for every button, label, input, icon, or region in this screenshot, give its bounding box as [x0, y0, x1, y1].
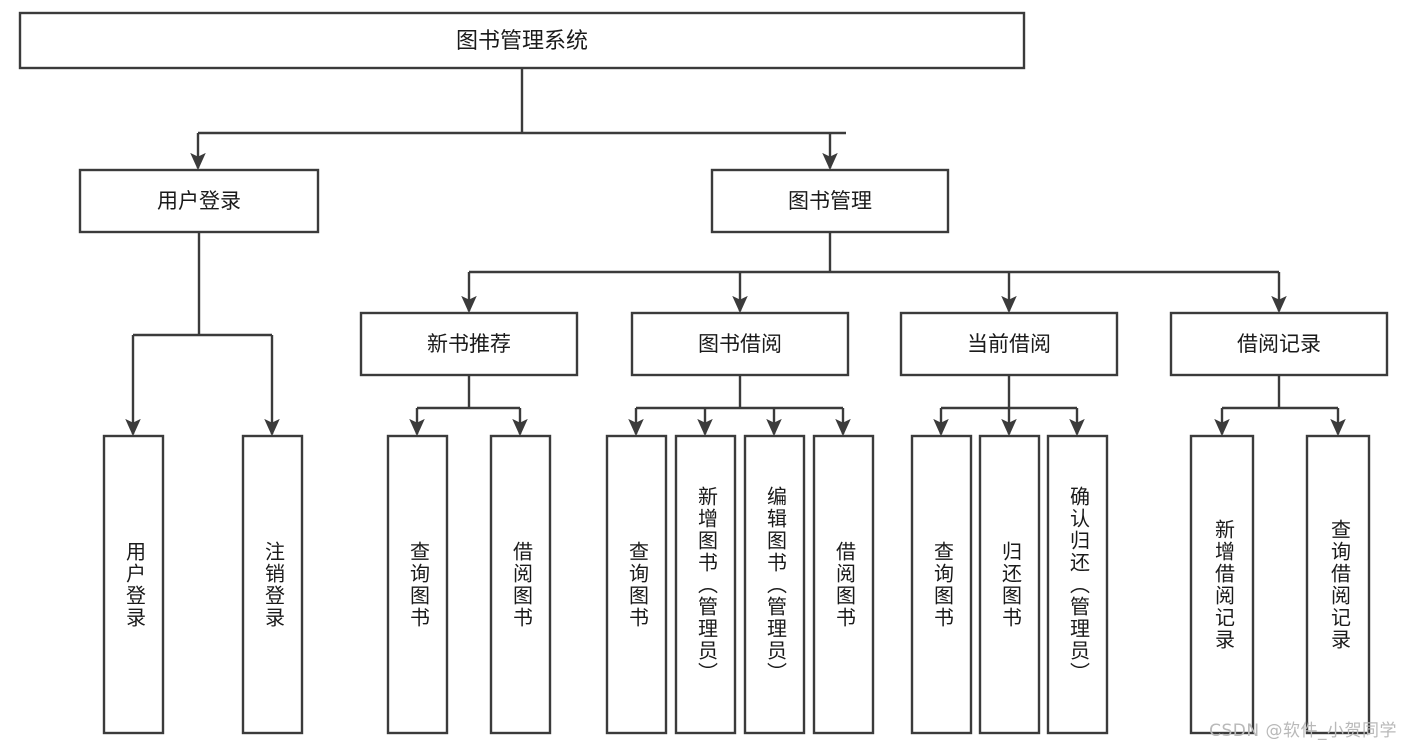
- leaf-label: 新增借阅记录: [1212, 519, 1236, 651]
- node-book-manage[interactable]: 图书管理: [710, 168, 950, 234]
- edge-book-manage-to-level3: [461, 232, 1287, 314]
- leaf-label: 确认归还（管理员）: [1067, 486, 1091, 684]
- leaf-book-borrow-query[interactable]: 查询图书: [605, 434, 668, 735]
- leaf-user-login-logout[interactable]: 注销登录: [241, 434, 304, 735]
- node-book-manage-label: 图书管理: [788, 189, 872, 213]
- leaf-label: 查询图书: [931, 541, 955, 629]
- node-borrow-record-label: 借阅记录: [1237, 332, 1321, 356]
- node-user-login[interactable]: 用户登录: [78, 168, 320, 234]
- leaf-new-book-query[interactable]: 查询图书: [386, 434, 449, 735]
- leaf-borrow-record-query[interactable]: 查询借阅记录: [1305, 434, 1371, 735]
- node-current-borrow[interactable]: 当前借阅: [899, 311, 1119, 377]
- csdn-watermark: CSDN @软件_小贺同学: [1209, 721, 1397, 741]
- node-new-book-recommend-label: 新书推荐: [427, 332, 511, 356]
- leaf-borrow-record-add[interactable]: 新增借阅记录: [1189, 434, 1255, 735]
- node-borrow-record[interactable]: 借阅记录: [1169, 311, 1389, 377]
- leaf-user-login-login[interactable]: 用户登录: [102, 434, 165, 735]
- leaf-label: 注销登录: [262, 541, 286, 629]
- node-book-borrow[interactable]: 图书借阅: [630, 311, 850, 377]
- leaf-book-borrow-lend[interactable]: 借阅图书: [812, 434, 875, 735]
- leaf-label: 查询图书: [407, 541, 431, 629]
- leaf-book-borrow-edit[interactable]: 编辑图书（管理员）: [743, 434, 806, 735]
- leaf-label: 借阅图书: [833, 541, 857, 629]
- leaf-label: 编辑图书（管理员）: [764, 486, 788, 684]
- leaf-new-book-borrow[interactable]: 借阅图书: [489, 434, 552, 735]
- edge-borrow-record-to-leaves: [1214, 375, 1346, 437]
- leaf-label: 用户登录: [123, 541, 147, 629]
- node-new-book-recommend[interactable]: 新书推荐: [359, 311, 579, 377]
- edge-new-book-to-leaves: [409, 375, 528, 437]
- leaf-current-borrow-confirm[interactable]: 确认归还（管理员）: [1046, 434, 1109, 735]
- node-root-label: 图书管理系统: [456, 29, 588, 54]
- leaf-current-borrow-return[interactable]: 归还图书: [978, 434, 1041, 735]
- node-book-borrow-label: 图书借阅: [698, 332, 782, 356]
- edge-user-login-to-leaves: [125, 232, 280, 437]
- node-current-borrow-label: 当前借阅: [967, 332, 1051, 356]
- edge-book-borrow-to-leaves: [628, 375, 851, 437]
- leaf-book-borrow-add[interactable]: 新增图书（管理员）: [674, 434, 737, 735]
- leaf-label: 查询借阅记录: [1328, 519, 1352, 651]
- leaf-label: 查询图书: [626, 541, 650, 629]
- leaf-label: 借阅图书: [510, 541, 534, 629]
- edge-root-to-level2: [190, 68, 846, 171]
- edge-current-borrow-to-leaves: [933, 375, 1085, 437]
- node-user-login-label: 用户登录: [157, 189, 241, 213]
- leaf-current-borrow-query[interactable]: 查询图书: [910, 434, 973, 735]
- leaf-label: 归还图书: [999, 541, 1023, 629]
- node-root-system[interactable]: 图书管理系统: [18, 11, 1026, 70]
- leaf-label: 新增图书（管理员）: [695, 486, 719, 684]
